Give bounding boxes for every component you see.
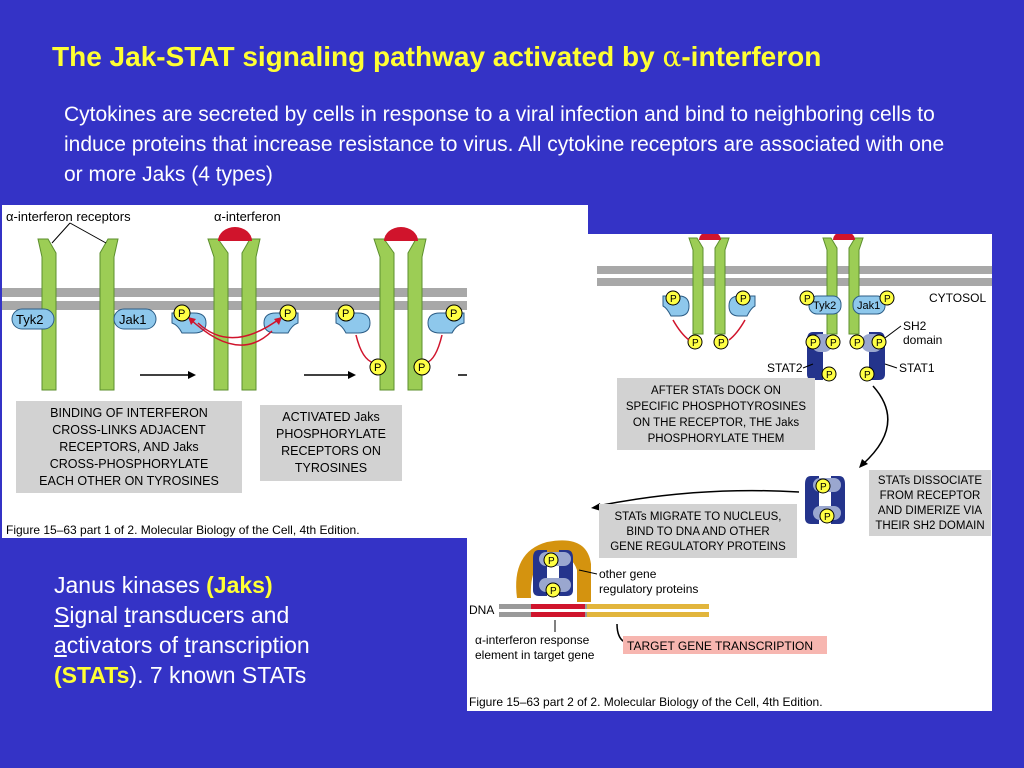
target-transcription-box [623, 636, 827, 654]
tyk2-label: Tyk2 [16, 312, 43, 327]
box-migrate [599, 504, 797, 558]
interferon-label: α-interferon [214, 209, 281, 224]
tyk2-kinase [11, 308, 55, 330]
jak-stat-definition: Janus kinases (Jaks) Signal transducers … [54, 570, 454, 690]
receptor-pair-a [688, 237, 730, 335]
svg-text:P: P [450, 308, 457, 320]
svg-text:P: P [884, 294, 891, 305]
stat2-label: STAT2 [767, 361, 803, 375]
svg-text:P: P [826, 370, 833, 381]
phospho-group: P P P P P P [173, 304, 463, 376]
svg-text:TYROSINES: TYROSINES [295, 461, 367, 475]
svg-text:P: P [824, 512, 831, 523]
svg-text:AND DIMERIZE VIA: AND DIMERIZE VIA [878, 505, 982, 517]
svg-text:ON THE RECEPTOR, THE Jaks: ON THE RECEPTOR, THE Jaks [633, 417, 799, 429]
svg-text:P: P [804, 294, 811, 305]
svg-text:BIND TO DNA AND OTHER: BIND TO DNA AND OTHER [626, 526, 769, 538]
dna-label: DNA [469, 603, 494, 617]
svg-text:RECEPTORS, AND Jaks: RECEPTORS, AND Jaks [59, 440, 198, 454]
sh2-label: SH2 [903, 319, 927, 333]
svg-text:RECEPTORS ON: RECEPTORS ON [281, 444, 381, 458]
fig1-caption: Figure 15–63 part 1 of 2. Molecular Biol… [6, 523, 360, 537]
svg-text:P: P [692, 338, 699, 349]
svg-text:P: P [342, 308, 349, 320]
svg-text:P: P [830, 338, 837, 349]
receptors-label: α-interferon receptors [6, 209, 131, 224]
svg-text:P: P [670, 294, 677, 305]
dna-strand [499, 604, 709, 617]
interferon-1 [218, 227, 252, 241]
fig2-caption: Figure 15–63 part 2 of 2. Molecular Biol… [469, 695, 823, 709]
slide-title: The Jak-STAT signaling pathway activated… [52, 40, 822, 73]
svg-text:CROSS-PHOSPHORYLATE: CROSS-PHOSPHORYLATE [50, 457, 209, 471]
membrane [2, 288, 468, 310]
svg-text:P: P [810, 338, 817, 349]
svg-text:STATs DISSOCIATE: STATs DISSOCIATE [878, 475, 982, 487]
svg-text:PHOSPHORYLATE: PHOSPHORYLATE [276, 427, 386, 441]
svg-text:P: P [548, 556, 555, 567]
svg-text:STATs MIGRATE TO NUCLEUS,: STATs MIGRATE TO NUCLEUS, [615, 511, 782, 523]
box-dissociate [869, 470, 991, 536]
response-element-label: α-interferon response [475, 633, 590, 647]
tyk2-label-2: Tyk2 [813, 300, 836, 312]
svg-text:P: P [718, 338, 725, 349]
svg-text:SPECIFIC PHOSPHOTYROSINES: SPECIFIC PHOSPHOTYROSINES [626, 401, 807, 413]
intro-paragraph: Cytokines are secreted by cells in respo… [64, 103, 945, 186]
receptor-pair-bound-1 [207, 238, 261, 391]
svg-text:THEIR SH2 DOMAIN: THEIR SH2 DOMAIN [875, 520, 984, 532]
svg-text:BINDING OF INTERFERON: BINDING OF INTERFERON [50, 406, 208, 420]
box-binding [16, 401, 242, 493]
svg-text:P: P [550, 586, 557, 597]
membrane-2 [597, 266, 992, 286]
receptor-pair-bound-2 [373, 238, 427, 391]
jak1-kinase [113, 308, 157, 330]
stats-line-2: activators of transcription [54, 632, 310, 658]
target-transcription-label: TARGET GENE TRANSCRIPTION [627, 639, 813, 653]
svg-text:AFTER STATs DOCK ON: AFTER STATs DOCK ON [651, 385, 781, 397]
svg-text:P: P [820, 482, 827, 493]
svg-text:FROM RECEPTOR: FROM RECEPTOR [880, 490, 981, 502]
svg-text:P: P [418, 362, 425, 374]
svg-text:ACTIVATED Jaks: ACTIVATED Jaks [282, 410, 379, 424]
stats-line-3: (STATs). 7 known STATs [54, 662, 307, 688]
stats-line-1: Signal transducers and [54, 602, 290, 628]
svg-text:element in target gene: element in target gene [475, 648, 595, 662]
svg-text:domain: domain [903, 333, 942, 347]
jak1-label-2: Jak1 [857, 300, 880, 312]
svg-text:PHOSPHORYLATE THEM: PHOSPHORYLATE THEM [648, 433, 785, 445]
svg-text:CROSS-LINKS ADJACENT: CROSS-LINKS ADJACENT [52, 423, 206, 437]
jak1-label: Jak1 [119, 312, 146, 327]
svg-text:P: P [854, 338, 861, 349]
cytosol-label: CYTOSOL [929, 291, 986, 305]
svg-text:EACH OTHER ON TYROSINES: EACH OTHER ON TYROSINES [39, 474, 219, 488]
interferon-2 [384, 227, 418, 241]
svg-text:regulatory proteins: regulatory proteins [599, 582, 698, 596]
svg-text:P: P [876, 338, 883, 349]
other-gene-label: other gene [599, 567, 657, 581]
box-activated [260, 405, 402, 481]
svg-text:P: P [374, 362, 381, 374]
figure-part-2: CYTOSOL P P P P Tyk2 Jak1 P P P P P [467, 231, 992, 711]
svg-text:P: P [864, 370, 871, 381]
svg-text:P: P [740, 294, 747, 305]
stat1-label: STAT1 [899, 361, 935, 375]
jaks-line: Janus kinases (Jaks) [54, 572, 273, 598]
svg-text:GENE REGULATORY PROTEINS: GENE REGULATORY PROTEINS [610, 541, 786, 553]
svg-text:P: P [284, 308, 291, 320]
box-dock [617, 378, 815, 450]
svg-text:P: P [178, 308, 185, 320]
